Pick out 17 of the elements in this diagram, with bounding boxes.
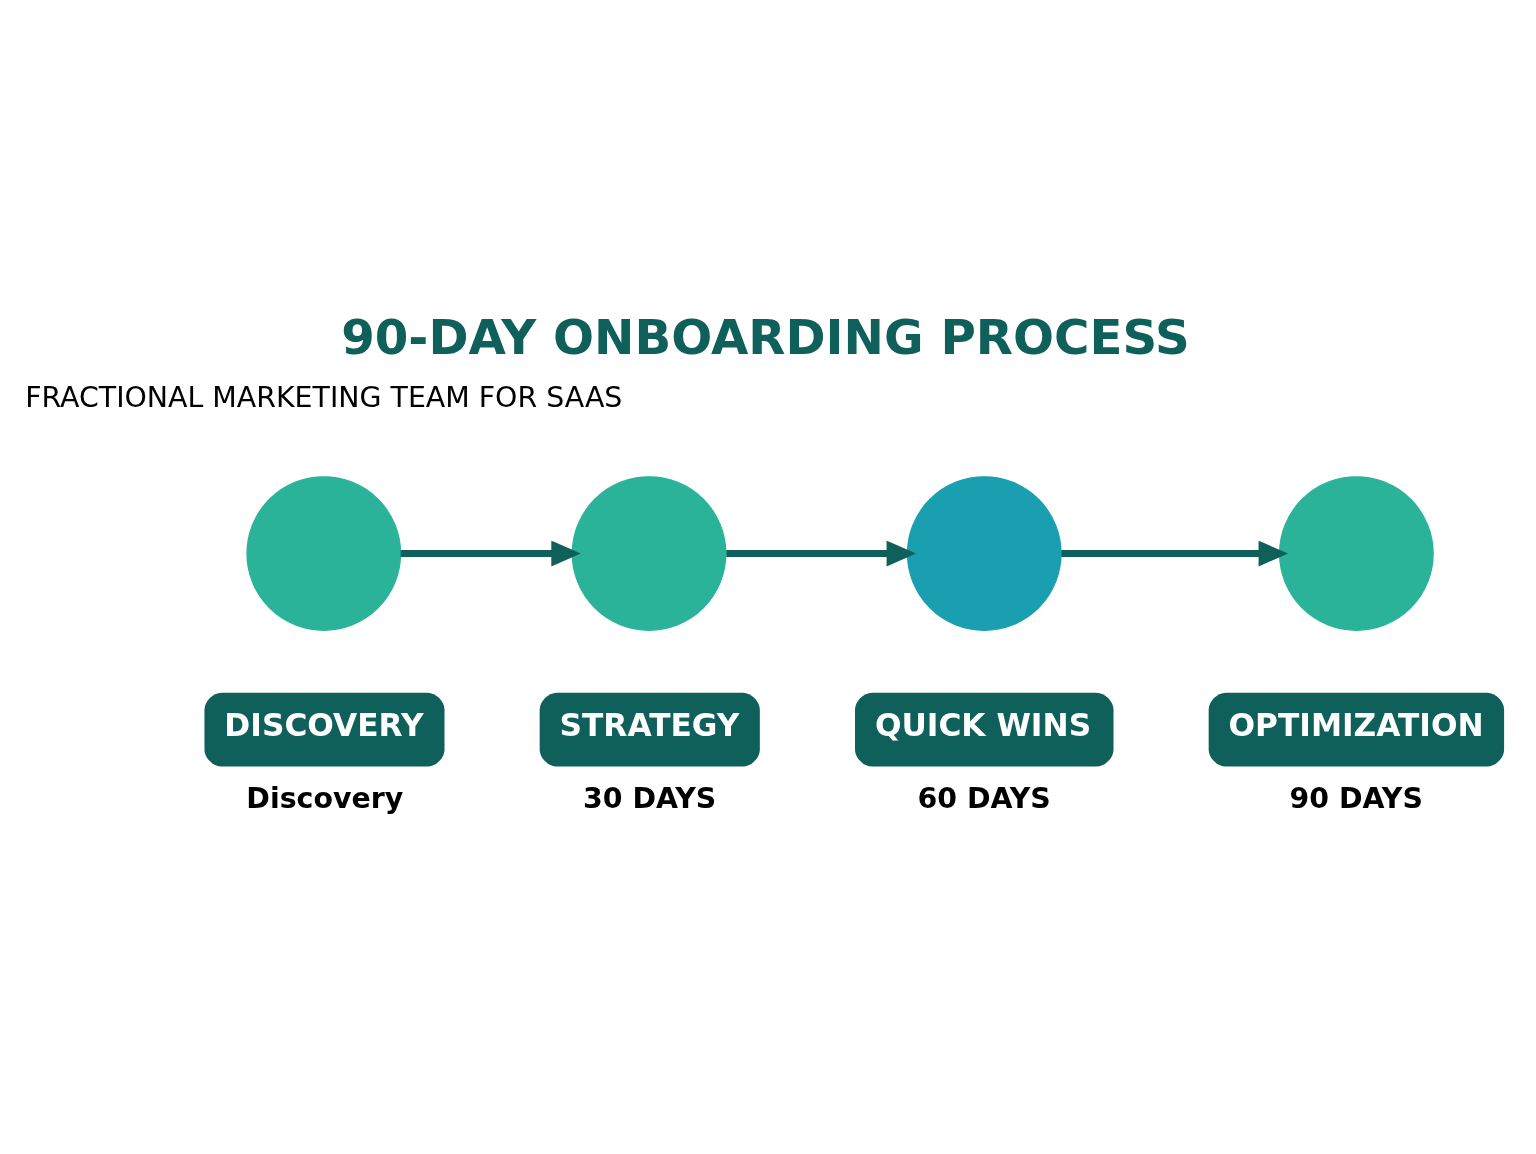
node-label: 30 DAYS	[583, 781, 717, 815]
node-box: OPTIMIZATION	[1208, 692, 1505, 767]
node-circle	[906, 476, 1062, 631]
diagram-title: 90-DAY ONBOARDING PROCESS	[341, 308, 1190, 365]
node-box: DISCOVERY	[204, 692, 445, 767]
node-label: 60 DAYS	[917, 781, 1051, 815]
node-box: STRATEGY	[539, 692, 760, 767]
node-box: QUICK WINS	[855, 692, 1114, 767]
node-label: Discovery	[246, 781, 404, 815]
node-circle	[246, 476, 402, 631]
arrow	[400, 540, 581, 567]
arrow	[1061, 540, 1288, 567]
arrow	[726, 540, 917, 567]
node-circle	[1279, 476, 1434, 631]
node-label: 90 DAYS	[1289, 781, 1423, 815]
node-circle	[571, 476, 727, 631]
label: FRACTIONAL MARKETING TEAM FOR SAAS	[25, 381, 623, 415]
